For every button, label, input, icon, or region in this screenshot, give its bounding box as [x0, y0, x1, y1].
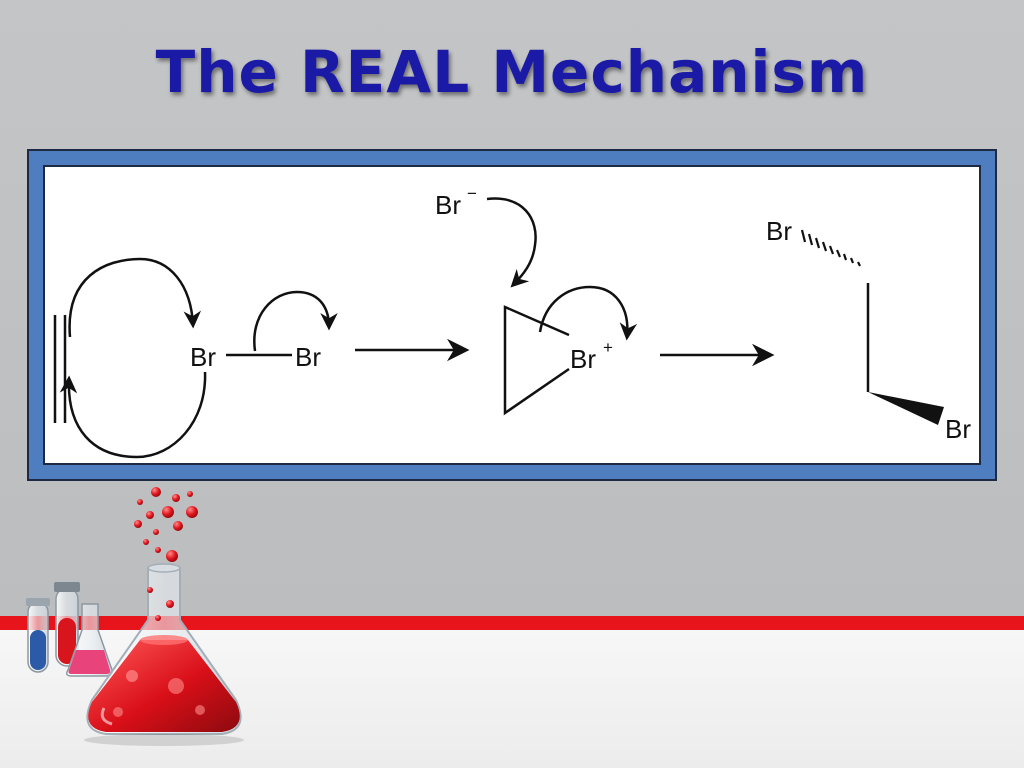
- mechanism-diagram: Br Br Br − Br + Br: [53, 184, 971, 459]
- mechanism-panel: Br Br Br − Br + Br: [43, 165, 981, 465]
- test-tubes-icon: [26, 582, 114, 677]
- curved-arrow-ring-opening: [538, 285, 638, 341]
- curved-arrow-pi-to-br: [68, 257, 202, 338]
- flask-icon: [84, 563, 244, 746]
- bromine-right-label: Br: [295, 342, 321, 372]
- curved-arrow-bond-to-br: [253, 290, 338, 352]
- solid-wedge-bond: [868, 392, 944, 425]
- bubbles-icon: [134, 487, 198, 562]
- slide-title: The REAL Mechanism: [155, 38, 869, 106]
- bromide-ion-label: Br: [435, 190, 461, 220]
- chemistry-illustration: [26, 487, 244, 746]
- bromonium-ring: [503, 305, 570, 416]
- bromine-left-label: Br: [190, 342, 216, 372]
- product-top-br-label: Br: [766, 216, 792, 246]
- red-stripe: [0, 616, 1024, 632]
- bromonium-charge: +: [603, 338, 613, 357]
- curved-arrow-br-to-alkene: [59, 371, 207, 459]
- curved-arrow-bromide-attack: [486, 197, 537, 288]
- hashed-wedge-bond: [800, 229, 861, 267]
- product-bottom-br-label: Br: [945, 414, 971, 444]
- bromonium-label: Br: [570, 344, 596, 374]
- bromide-charge: −: [467, 184, 477, 203]
- mechanism-frame: Br Br Br − Br + Br: [27, 149, 997, 481]
